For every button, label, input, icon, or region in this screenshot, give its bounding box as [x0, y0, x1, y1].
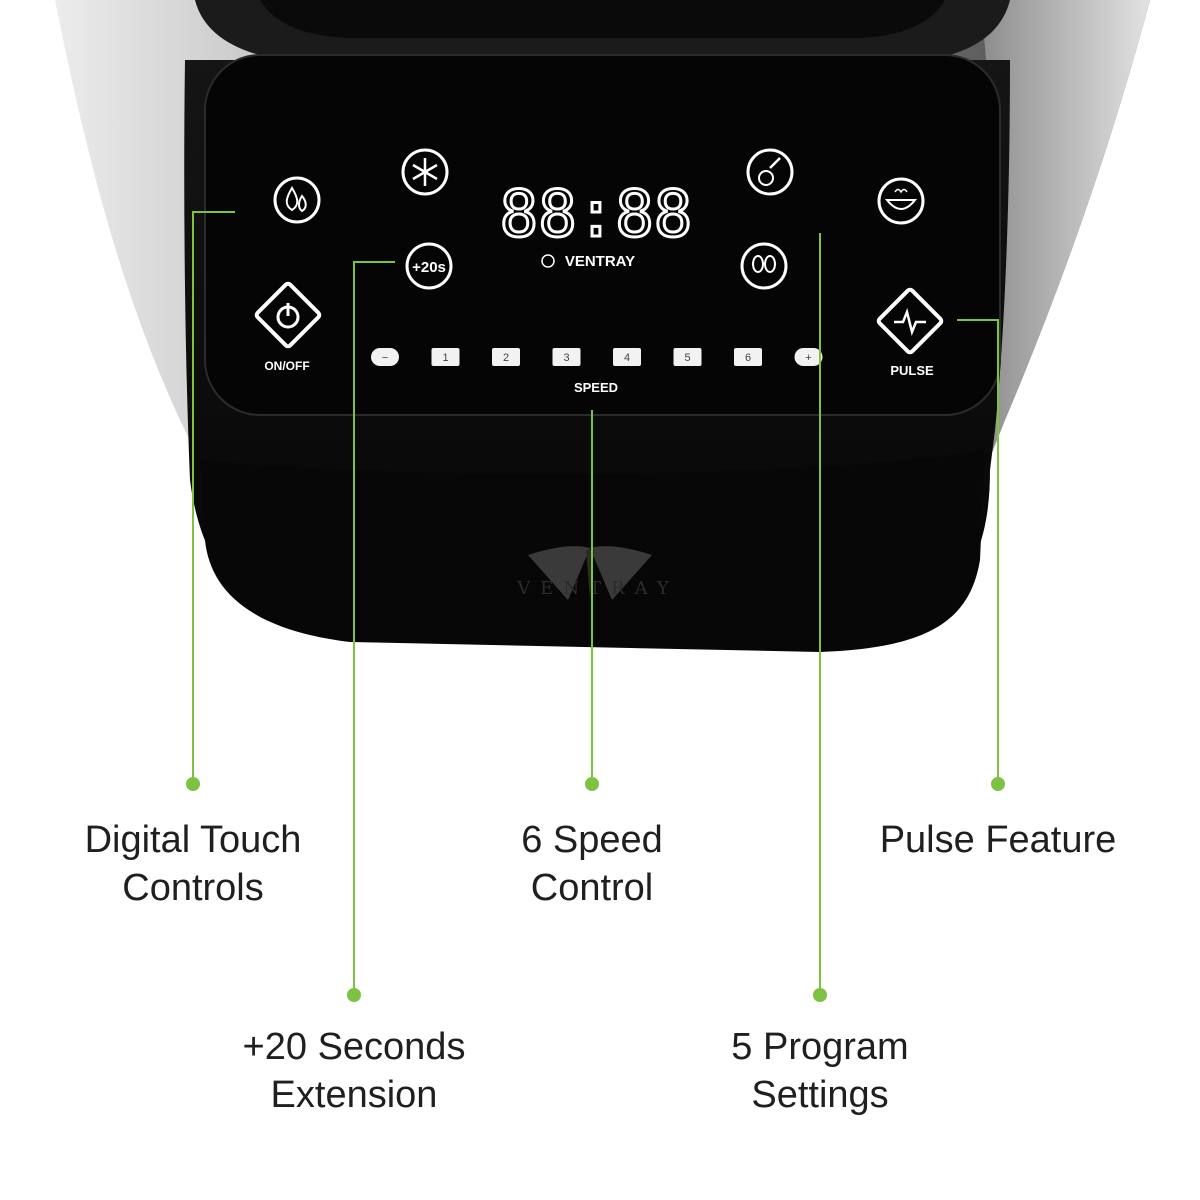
- speed-key-5[interactable]: 5: [673, 348, 702, 366]
- speed-key-cap: [552, 348, 581, 366]
- power-icon[interactable]: [254, 281, 322, 349]
- speed-key-3[interactable]: 3: [552, 348, 581, 366]
- speed-key-minus[interactable]: −: [371, 348, 399, 366]
- base-brand-text: VENTRAY: [516, 578, 679, 599]
- speed-key-cap: [371, 348, 399, 366]
- caption-pulse: Pulse Feature: [848, 816, 1148, 864]
- speed-key-label: −: [382, 352, 388, 364]
- caption-digital-touch-line2: Controls: [122, 867, 264, 909]
- pulse-wave-icon[interactable]: [876, 287, 944, 355]
- speed-key-label: 6: [745, 352, 751, 364]
- speed-key-cap: [431, 348, 460, 366]
- plus-20s-label: +20s: [412, 259, 446, 276]
- caption-plus20-line2: Extension: [270, 1074, 438, 1116]
- caption-program: 5 Program Settings: [670, 1023, 970, 1119]
- callout-dot-plus20: [347, 988, 361, 1002]
- speed-key-cap: [613, 348, 641, 366]
- callout-line-digital-touch: [192, 211, 235, 782]
- control-panel: [204, 54, 1001, 416]
- speed-key-1[interactable]: 1: [431, 348, 460, 366]
- drops-icon[interactable]: [273, 176, 321, 224]
- speed-key-cap: [734, 348, 762, 366]
- speed-key-plus[interactable]: +: [794, 348, 823, 366]
- caption-plus20: +20 Seconds Extension: [204, 1023, 504, 1119]
- caption-speed-line1: 6 Speed: [521, 819, 663, 861]
- speed-key-label: +: [805, 352, 811, 364]
- caption-plus20-line1: +20 Seconds: [242, 1026, 466, 1068]
- vegetable-icon[interactable]: [746, 148, 794, 196]
- speed-key-cap: [794, 348, 823, 366]
- ventray-base-logo: VENTRAY: [516, 546, 679, 600]
- speed-label: SPEED: [574, 380, 618, 395]
- callout-dots: [186, 777, 1005, 1002]
- bowl-icon[interactable]: [877, 177, 925, 225]
- brand-mark-icon: [541, 254, 555, 268]
- caption-digital-touch: Digital Touch Controls: [43, 816, 343, 912]
- caption-speed-line2: Control: [530, 867, 654, 909]
- jar-inner: [260, 0, 945, 38]
- speed-key-cap: [492, 348, 520, 366]
- pulse-label: PULSE: [890, 363, 934, 378]
- snowflake-icon[interactable]: [401, 148, 449, 196]
- panel-brand-logo: VENTRAY: [565, 253, 635, 270]
- speed-key-label: 3: [563, 352, 569, 364]
- display-digits: 88:88: [500, 178, 693, 252]
- speed-key-cap: [673, 348, 702, 366]
- speed-key-label: 1: [442, 352, 448, 364]
- callout-dot-program: [813, 988, 827, 1002]
- speed-key-row: − 1 2 3 4 5 6 +: [371, 348, 823, 366]
- nuts-icon[interactable]: [740, 242, 788, 290]
- speed-key-4[interactable]: 4: [613, 348, 641, 366]
- speed-key-label: 4: [624, 352, 630, 364]
- speed-key-2[interactable]: 2: [492, 348, 520, 366]
- callout-dot-digital-touch: [186, 777, 200, 791]
- onoff-label: ON/OFF: [264, 359, 309, 373]
- speed-key-label: 5: [684, 352, 690, 364]
- callout-dot-pulse: [991, 777, 1005, 791]
- caption-program-line1: 5 Program: [731, 1026, 909, 1068]
- callout-dot-speed: [585, 777, 599, 791]
- speed-key-label: 2: [503, 352, 509, 364]
- caption-program-line2: Settings: [751, 1074, 889, 1116]
- speed-key-6[interactable]: 6: [734, 348, 762, 366]
- callout-lines: [192, 211, 999, 993]
- caption-pulse-line1: Pulse Feature: [879, 819, 1117, 861]
- plus-20s-icon[interactable]: +20s: [405, 242, 453, 290]
- callout-line-plus20: [353, 261, 395, 993]
- caption-digital-touch-line1: Digital Touch: [84, 819, 302, 861]
- callout-line-pulse: [957, 319, 999, 783]
- caption-speed: 6 Speed Control: [442, 816, 742, 912]
